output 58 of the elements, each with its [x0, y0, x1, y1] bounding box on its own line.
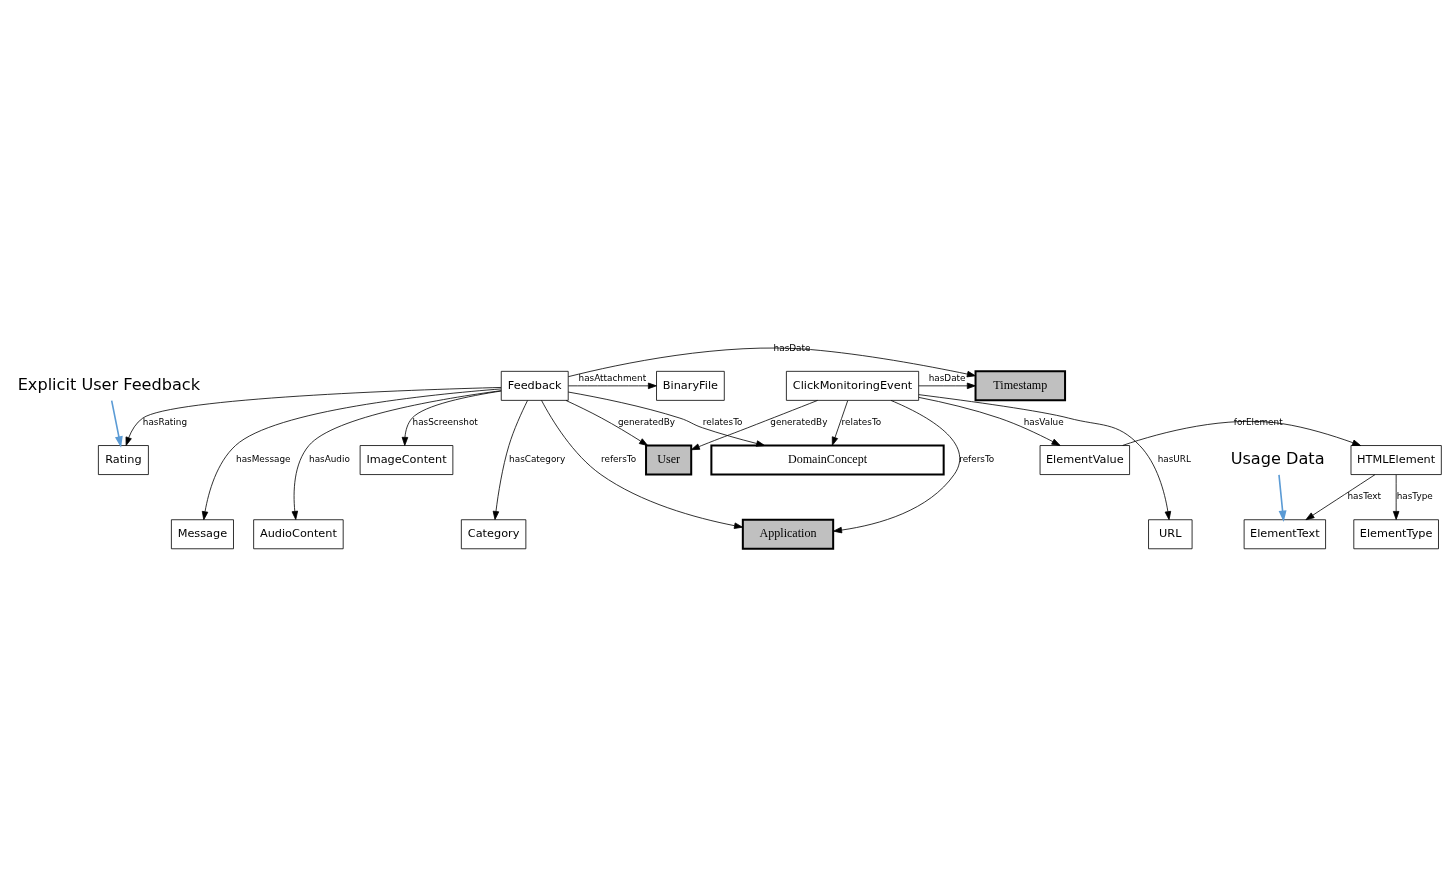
arrow [401, 390, 502, 446]
node-box: Message [170, 519, 234, 550]
arrow [567, 391, 766, 447]
edge-label: relatesTo [702, 417, 743, 428]
edge-label: relatesTo [841, 417, 882, 428]
arrow [565, 400, 648, 446]
arrow [1278, 474, 1287, 522]
arrow [201, 388, 502, 521]
edge-label: hasDate [928, 372, 966, 383]
arrow [492, 400, 528, 520]
edge-label: hasType [1396, 491, 1433, 502]
edge-label: hasMessage [236, 454, 291, 465]
edge-label: hasText [1347, 491, 1382, 502]
edge-label: refersTo [959, 454, 995, 465]
arrow [1122, 420, 1361, 446]
edge-label: generatedBy [617, 417, 675, 428]
edge-label: hasValue [1023, 417, 1064, 428]
arrow [918, 394, 1172, 521]
node-box: HTMLElement [1350, 445, 1442, 475]
node-text: Usage Data [1230, 449, 1325, 469]
node-box: ElementText [1243, 519, 1326, 550]
arrow [1305, 474, 1376, 521]
edge-label: generatedBy [770, 417, 828, 428]
node-box: Category [460, 519, 527, 550]
node-box: ElementValue [1039, 445, 1130, 475]
node-box: BinaryFile [656, 370, 725, 401]
node-box: ElementType [1353, 519, 1439, 550]
edge-label: refersTo [601, 454, 637, 465]
node-box: Timestamp [974, 370, 1067, 402]
node-box: AudioContent [253, 519, 344, 550]
edge-label: hasAttachment [578, 372, 647, 383]
edge-label: hasDate [773, 343, 811, 353]
arrow [918, 397, 1061, 446]
arrow [833, 400, 961, 534]
edge-label: hasURL [1157, 454, 1191, 465]
edge-label: hasAudio [309, 454, 350, 465]
arrow [541, 399, 743, 529]
arrow [110, 399, 123, 448]
edge-label: hasCategory [509, 454, 566, 465]
node-text: Explicit User Feedback [17, 374, 201, 394]
arrow [568, 382, 657, 390]
node-box: URL [1148, 519, 1193, 550]
arrow [918, 382, 976, 390]
node-box: DomainConcept [710, 444, 945, 476]
arrow [1392, 474, 1400, 520]
arrow [291, 390, 502, 520]
node-box: ImageContent [359, 445, 454, 475]
node-box: Rating [97, 445, 149, 475]
arrow [125, 387, 502, 446]
node-box: User [645, 444, 693, 476]
arrow [568, 347, 976, 378]
edge-label: hasScreenshot [412, 417, 478, 428]
arrow [690, 400, 818, 451]
node-box: Application [741, 518, 835, 550]
node-box: ClickMonitoringEvent [786, 370, 920, 401]
edge-label: hasRating [142, 417, 188, 428]
arrow [831, 400, 849, 446]
node-box: Feedback [500, 370, 569, 401]
